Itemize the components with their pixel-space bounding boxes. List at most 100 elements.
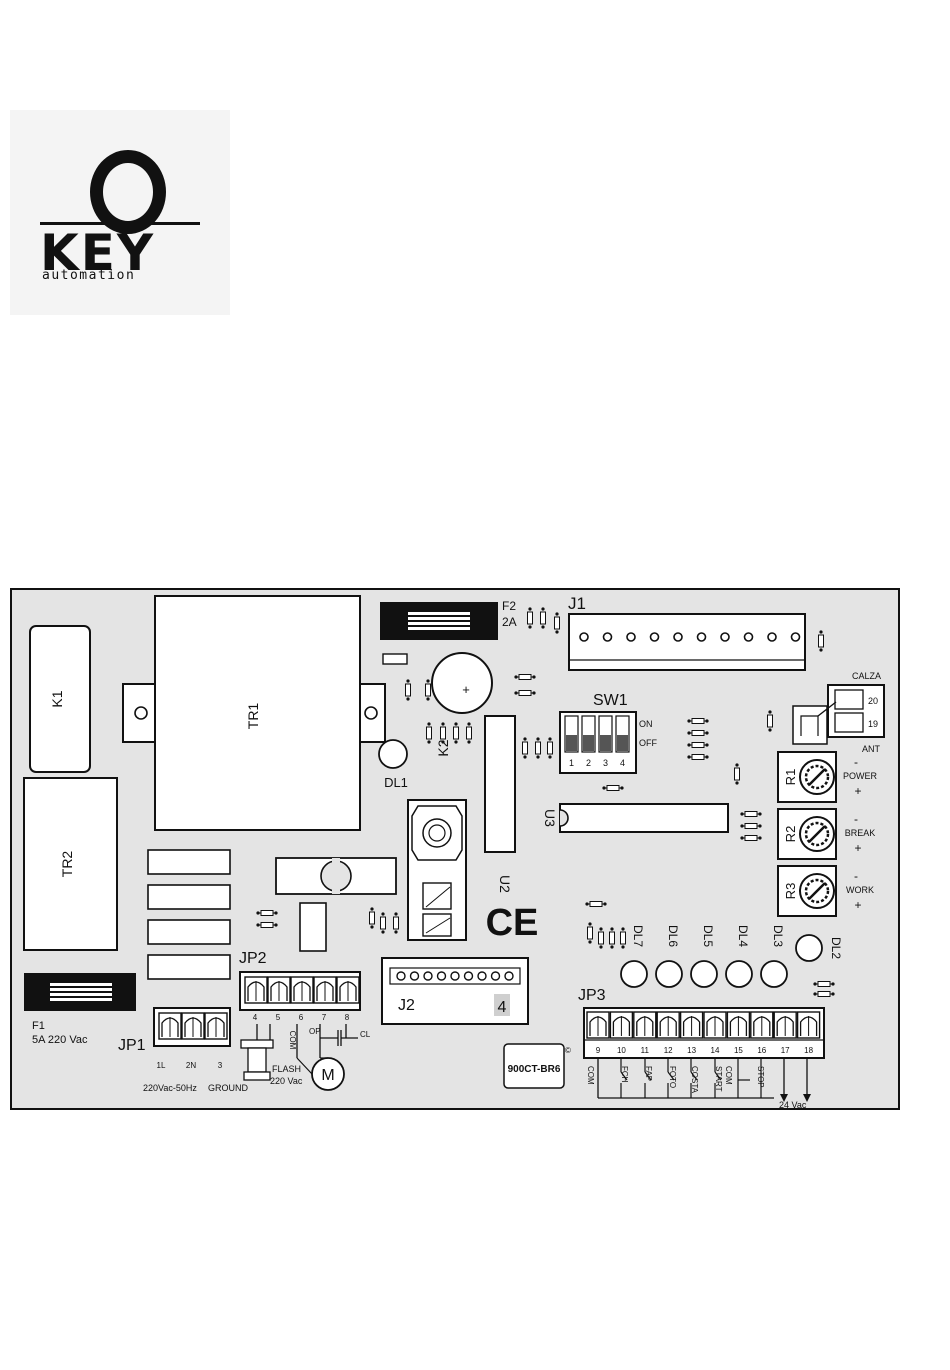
capacitor: +	[431, 652, 493, 714]
k1-label: K1	[49, 690, 65, 707]
led-label: DL6	[666, 925, 680, 947]
jp2-com: COM	[288, 1031, 297, 1050]
j2-pin	[504, 971, 514, 981]
j1-pin	[720, 632, 730, 642]
sw1-label: SW1	[593, 692, 628, 709]
tr1-label: TR1	[245, 703, 261, 730]
j2-pin	[450, 971, 460, 981]
f1-label: F1	[32, 1020, 45, 1032]
j2-digit: 4	[498, 999, 507, 1016]
terminal-20: 20	[868, 696, 878, 706]
motor-label: M	[321, 1067, 334, 1084]
j2-pin	[490, 971, 501, 981]
jp3-cell	[796, 1011, 821, 1039]
trimmer-label: BREAK	[845, 828, 876, 838]
j2-pin	[477, 971, 487, 981]
dip-switch-number: 1	[569, 758, 574, 768]
trimmer-r1: R1-POWER+	[777, 751, 877, 803]
f2-label: F2	[502, 599, 516, 613]
jp3-function-label: COM	[724, 1066, 733, 1085]
j2-pin	[463, 971, 474, 981]
j2-pin	[423, 971, 433, 981]
model-badge: 900CT-BR6 ©	[503, 1043, 571, 1089]
logo-tagline: automation	[42, 268, 136, 283]
sw-off-label: OFF	[639, 738, 657, 748]
f2-rating: 2A	[502, 615, 517, 629]
j2-label: J2	[398, 997, 415, 1014]
j1-pin	[649, 632, 660, 642]
j2-pin	[436, 971, 447, 981]
jp1-caption-main: 220Vac-50Hz	[143, 1083, 197, 1093]
regulator-u2: U2	[407, 799, 513, 941]
jp2-cell	[244, 976, 268, 1004]
jp2-flash: FLASH	[272, 1064, 301, 1074]
led-label: DL3	[771, 925, 785, 947]
relay-bank	[147, 849, 231, 980]
trimmer-minus: -	[854, 869, 858, 883]
fuse-f1: F1 5A 220 Vac	[24, 973, 136, 1046]
dual-component	[275, 857, 397, 895]
j1-label: J1	[568, 594, 586, 613]
led-dl4: DL4	[725, 925, 753, 988]
jp2-pin-label: 5	[276, 1013, 281, 1022]
small-resistor	[382, 653, 408, 665]
jp2-cell	[336, 976, 360, 1004]
dl1-label: DL1	[384, 775, 408, 790]
led-dl7: DL7	[620, 925, 648, 988]
jp3-pin-label: 15	[734, 1046, 743, 1055]
trimmer-r3: R3 - WORK +	[777, 865, 874, 917]
circuit-board-diagram: K1 TR2 TR1 F2 2A + DL1 K2	[10, 588, 900, 1110]
relay-tall	[484, 715, 516, 853]
trimmer-id: R3	[783, 883, 798, 900]
dip-switch-lever	[566, 735, 577, 751]
led-dl1: DL1	[378, 739, 408, 790]
jp3-cell	[750, 1011, 774, 1039]
ant-label: ANT	[862, 744, 881, 754]
u2-label: U2	[497, 875, 513, 893]
jp3-pin-label: 13	[687, 1046, 696, 1055]
jp2-cell	[290, 976, 314, 1004]
jp3-cell	[703, 1011, 727, 1039]
relay-k1: K1	[29, 625, 91, 773]
jp2-pin-label: 7	[322, 1013, 327, 1022]
model-label: 900CT-BR6	[508, 1064, 561, 1075]
led-dl3: DL3	[760, 925, 788, 988]
jp3-pin-label: 12	[664, 1046, 673, 1055]
jp1-label: JP1	[118, 1037, 146, 1054]
jp3-voltage: 24 Vac	[779, 1100, 807, 1110]
trimmer-plus: +	[854, 784, 861, 798]
terminal-19: 19	[868, 719, 878, 729]
dip-switch-lever	[617, 735, 628, 751]
led-dl6: DL6	[655, 925, 683, 988]
capacitor-plus: +	[462, 682, 470, 697]
trimmer-plus: +	[854, 898, 861, 912]
jp3-pin-label: 10	[617, 1046, 626, 1055]
jp3-function-label: COSTA	[690, 1066, 699, 1094]
jp1-pin-label: 2N	[186, 1061, 196, 1070]
jp1-pin-label: 3	[218, 1061, 223, 1070]
jp2-pin-label: 4	[253, 1013, 258, 1022]
sw-on-label: ON	[639, 719, 653, 729]
jp2-flash-voltage: 220 Vac	[270, 1076, 303, 1086]
trimmer-plus: +	[854, 841, 861, 855]
jp3-function-label: COM	[586, 1066, 595, 1085]
trimmer-minus: -	[854, 755, 858, 769]
jp1-cell	[204, 1012, 228, 1040]
jp3-cell	[726, 1011, 751, 1039]
jp1-pin-label: 1L	[157, 1061, 166, 1070]
led-dl2: DL2	[795, 934, 843, 962]
j1-pin	[767, 632, 777, 642]
logo-bar	[40, 222, 200, 225]
jp2-label: JP2	[239, 950, 267, 967]
j1-pin	[626, 632, 636, 642]
j1-pin	[579, 632, 589, 642]
led-dl5: DL5	[690, 925, 718, 988]
jp3-cell	[656, 1011, 680, 1039]
trimmer-label: WORK	[846, 885, 874, 895]
led-label: DL5	[701, 925, 715, 947]
dip-switch-lever	[600, 735, 611, 751]
dip-switch-lever	[583, 735, 594, 751]
